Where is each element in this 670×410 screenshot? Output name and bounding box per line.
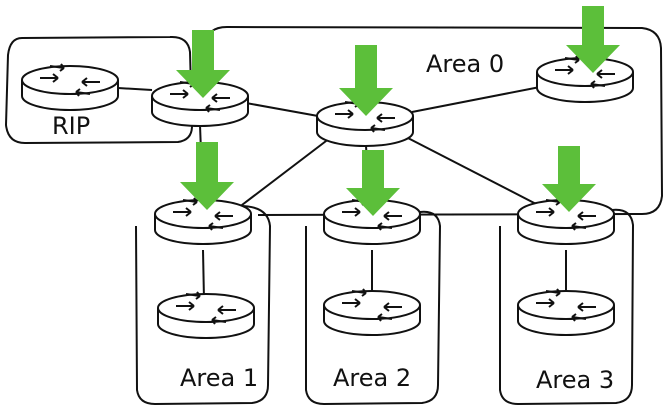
area1-region-outline (135, 205, 272, 406)
router-abr-area1 (154, 197, 252, 245)
router-area3-internal (517, 288, 615, 336)
ospf-arrows (176, 6, 620, 216)
arrow-down-icon (346, 150, 400, 216)
link-rip-asbr (117, 87, 153, 91)
area2-label: Area 2 (333, 364, 411, 392)
link-area1-internal (202, 249, 205, 301)
link-core-abr3 (403, 135, 541, 207)
arrow-down-icon (339, 45, 393, 116)
router-icon (21, 63, 119, 111)
router-area2-internal (323, 288, 421, 336)
router-icon (536, 55, 634, 103)
arrow-down-icon (542, 146, 596, 212)
area0-label: Area 0 (426, 50, 504, 78)
router-icon (517, 197, 615, 245)
link-asbr-core (245, 102, 319, 117)
link-core-r0right (411, 86, 541, 113)
router-icon (157, 291, 255, 339)
area2-region-outline (305, 210, 442, 406)
router-icon (154, 197, 252, 245)
router-asbr (151, 79, 249, 127)
router-icon (316, 99, 414, 147)
arrow-down-icon (180, 142, 234, 210)
router-rip (21, 63, 119, 111)
router-icon (517, 288, 615, 336)
arrow-down-icon (176, 30, 230, 98)
router-icon (151, 79, 249, 127)
router-core (316, 99, 414, 147)
router-abr-area3 (517, 197, 615, 245)
rip-region-outline (4, 35, 194, 145)
area3-region-outline (499, 208, 635, 406)
router-area0-right (536, 55, 634, 103)
area1-label: Area 1 (180, 364, 258, 392)
rip-label: RIP (52, 112, 90, 140)
arrow-down-icon (566, 6, 620, 73)
router-area1-internal (157, 291, 255, 339)
area3-label: Area 3 (536, 366, 614, 394)
link-core-abr1 (237, 137, 331, 209)
router-icon (323, 288, 421, 336)
